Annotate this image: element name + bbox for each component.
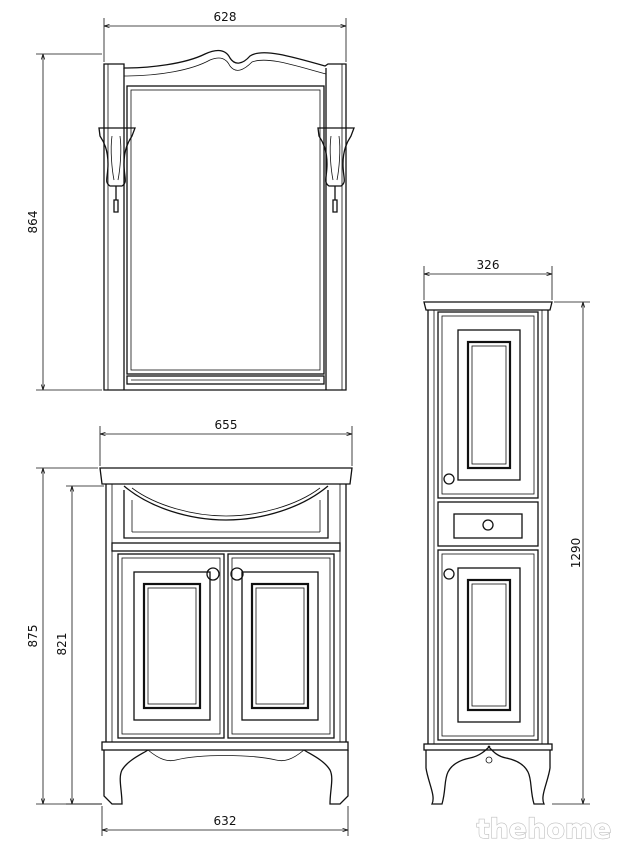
tall-drawer-knob [482, 519, 494, 531]
mirror-drawing [98, 49, 355, 391]
mirror-height-label: 864 [26, 211, 40, 234]
tall-cabinet-width-label: 326 [477, 258, 500, 272]
vanity-top-width-label: 655 [215, 418, 238, 432]
tall-cabinet-height-dimension: 1290 [552, 301, 590, 805]
vanity-base-width-label: 632 [214, 814, 237, 828]
vanity-base-width-dimension: 632 [101, 806, 349, 836]
tall-cabinet-height-label: 1290 [569, 538, 583, 569]
tall-cabinet-drawing [423, 301, 553, 805]
vanity-left-knob [206, 567, 220, 581]
left-lamp [98, 127, 136, 213]
tall-upper-knob [443, 473, 455, 485]
vanity-right-knob [230, 567, 244, 581]
watermark-logo: thehome [477, 814, 612, 845]
vanity-body-height-dimension: 821 [55, 485, 104, 805]
tall-cabinet-width-dimension: 326 [423, 258, 553, 300]
vanity-total-height-label: 875 [26, 625, 40, 648]
mirror-width-label: 628 [214, 10, 237, 24]
right-lamp [317, 127, 355, 213]
vanity-top-width-dimension: 655 [99, 418, 353, 466]
mirror-height-dimension: 864 [26, 53, 102, 391]
mirror-width-dimension: 628 [103, 10, 347, 62]
tall-lower-knob [443, 568, 455, 580]
vanity-drawing [99, 467, 353, 805]
vanity-body-height-label: 821 [55, 633, 69, 656]
